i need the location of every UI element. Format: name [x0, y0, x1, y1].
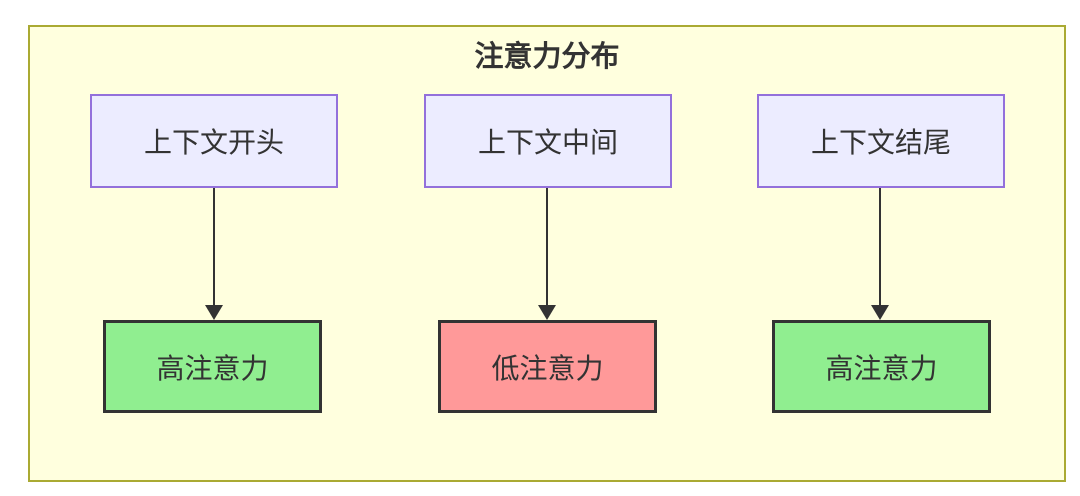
node-high-attention-left-label: 高注意力: [156, 351, 269, 385]
attention-distribution-group: 注意力分布 上下文开头 上下文中间 上下文结尾 高注意力 低注意力 高注意力: [28, 25, 1066, 482]
node-context-end: 上下文结尾: [757, 94, 1005, 188]
arrowhead-down-icon: [871, 305, 889, 320]
arrowhead-down-icon: [205, 305, 223, 320]
node-low-attention-middle: 低注意力: [438, 320, 657, 413]
node-context-start: 上下文开头: [90, 94, 338, 188]
arrow-end-to-high: [871, 188, 889, 320]
arrow-middle-to-low: [538, 188, 556, 320]
arrow-start-to-high: [205, 188, 223, 320]
arrow-line: [879, 188, 881, 307]
arrow-line: [213, 188, 215, 307]
node-context-end-label: 上下文结尾: [810, 126, 951, 159]
node-high-attention-right-label: 高注意力: [825, 351, 938, 385]
diagram-title: 注意力分布: [474, 39, 620, 73]
arrowhead-down-icon: [538, 305, 556, 320]
node-low-attention-middle-label: 低注意力: [491, 351, 604, 385]
node-context-start-label: 上下文开头: [143, 126, 284, 159]
arrow-line: [546, 188, 548, 307]
node-context-middle: 上下文中间: [424, 94, 672, 188]
node-context-middle-label: 上下文中间: [477, 126, 618, 159]
node-high-attention-left: 高注意力: [103, 320, 322, 413]
node-high-attention-right: 高注意力: [772, 320, 991, 413]
